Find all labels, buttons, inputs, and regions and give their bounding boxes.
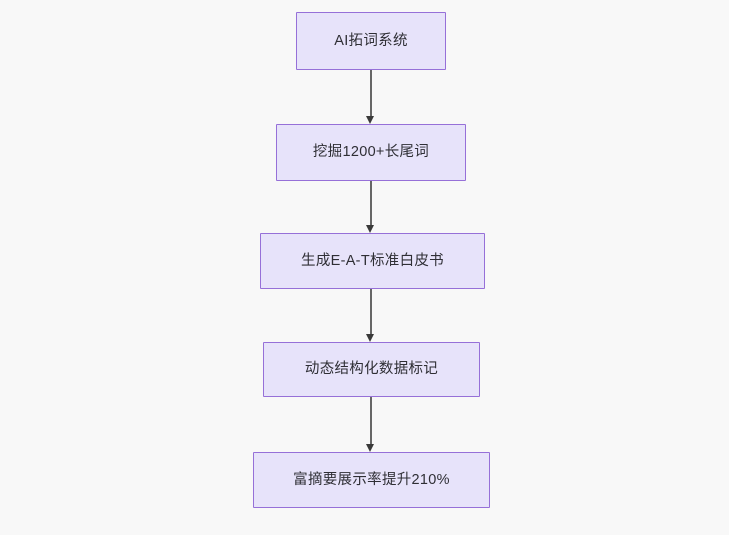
flow-node-label: 富摘要展示率提升210% [293, 471, 450, 488]
edge-line [370, 181, 372, 225]
flow-node-label: 动态结构化数据标记 [304, 361, 439, 378]
edge-line [370, 397, 372, 444]
arrowhead-icon [366, 225, 375, 233]
flow-node-label: 挖掘1200+长尾词 [312, 144, 430, 161]
edge-line [370, 70, 372, 116]
flow-node-longtail-keywords[interactable]: 挖掘1200+长尾词 [276, 124, 466, 181]
flow-node-structured-data-markup[interactable]: 动态结构化数据标记 [263, 342, 480, 397]
flow-node-eat-whitepaper[interactable]: 生成E-A-T标准白皮书 [260, 233, 485, 289]
flow-node-rich-snippet-rate[interactable]: 富摘要展示率提升210% [253, 452, 490, 508]
edge-line [370, 289, 372, 334]
flow-node-label: AI拓词系统 [334, 32, 408, 49]
flow-node-label: 生成E-A-T标准白皮书 [301, 252, 444, 269]
arrowhead-icon [366, 116, 375, 124]
arrowhead-icon [366, 444, 375, 452]
flow-node-ai-keyword-system[interactable]: AI拓词系统 [296, 12, 446, 70]
arrowhead-icon [366, 334, 375, 342]
